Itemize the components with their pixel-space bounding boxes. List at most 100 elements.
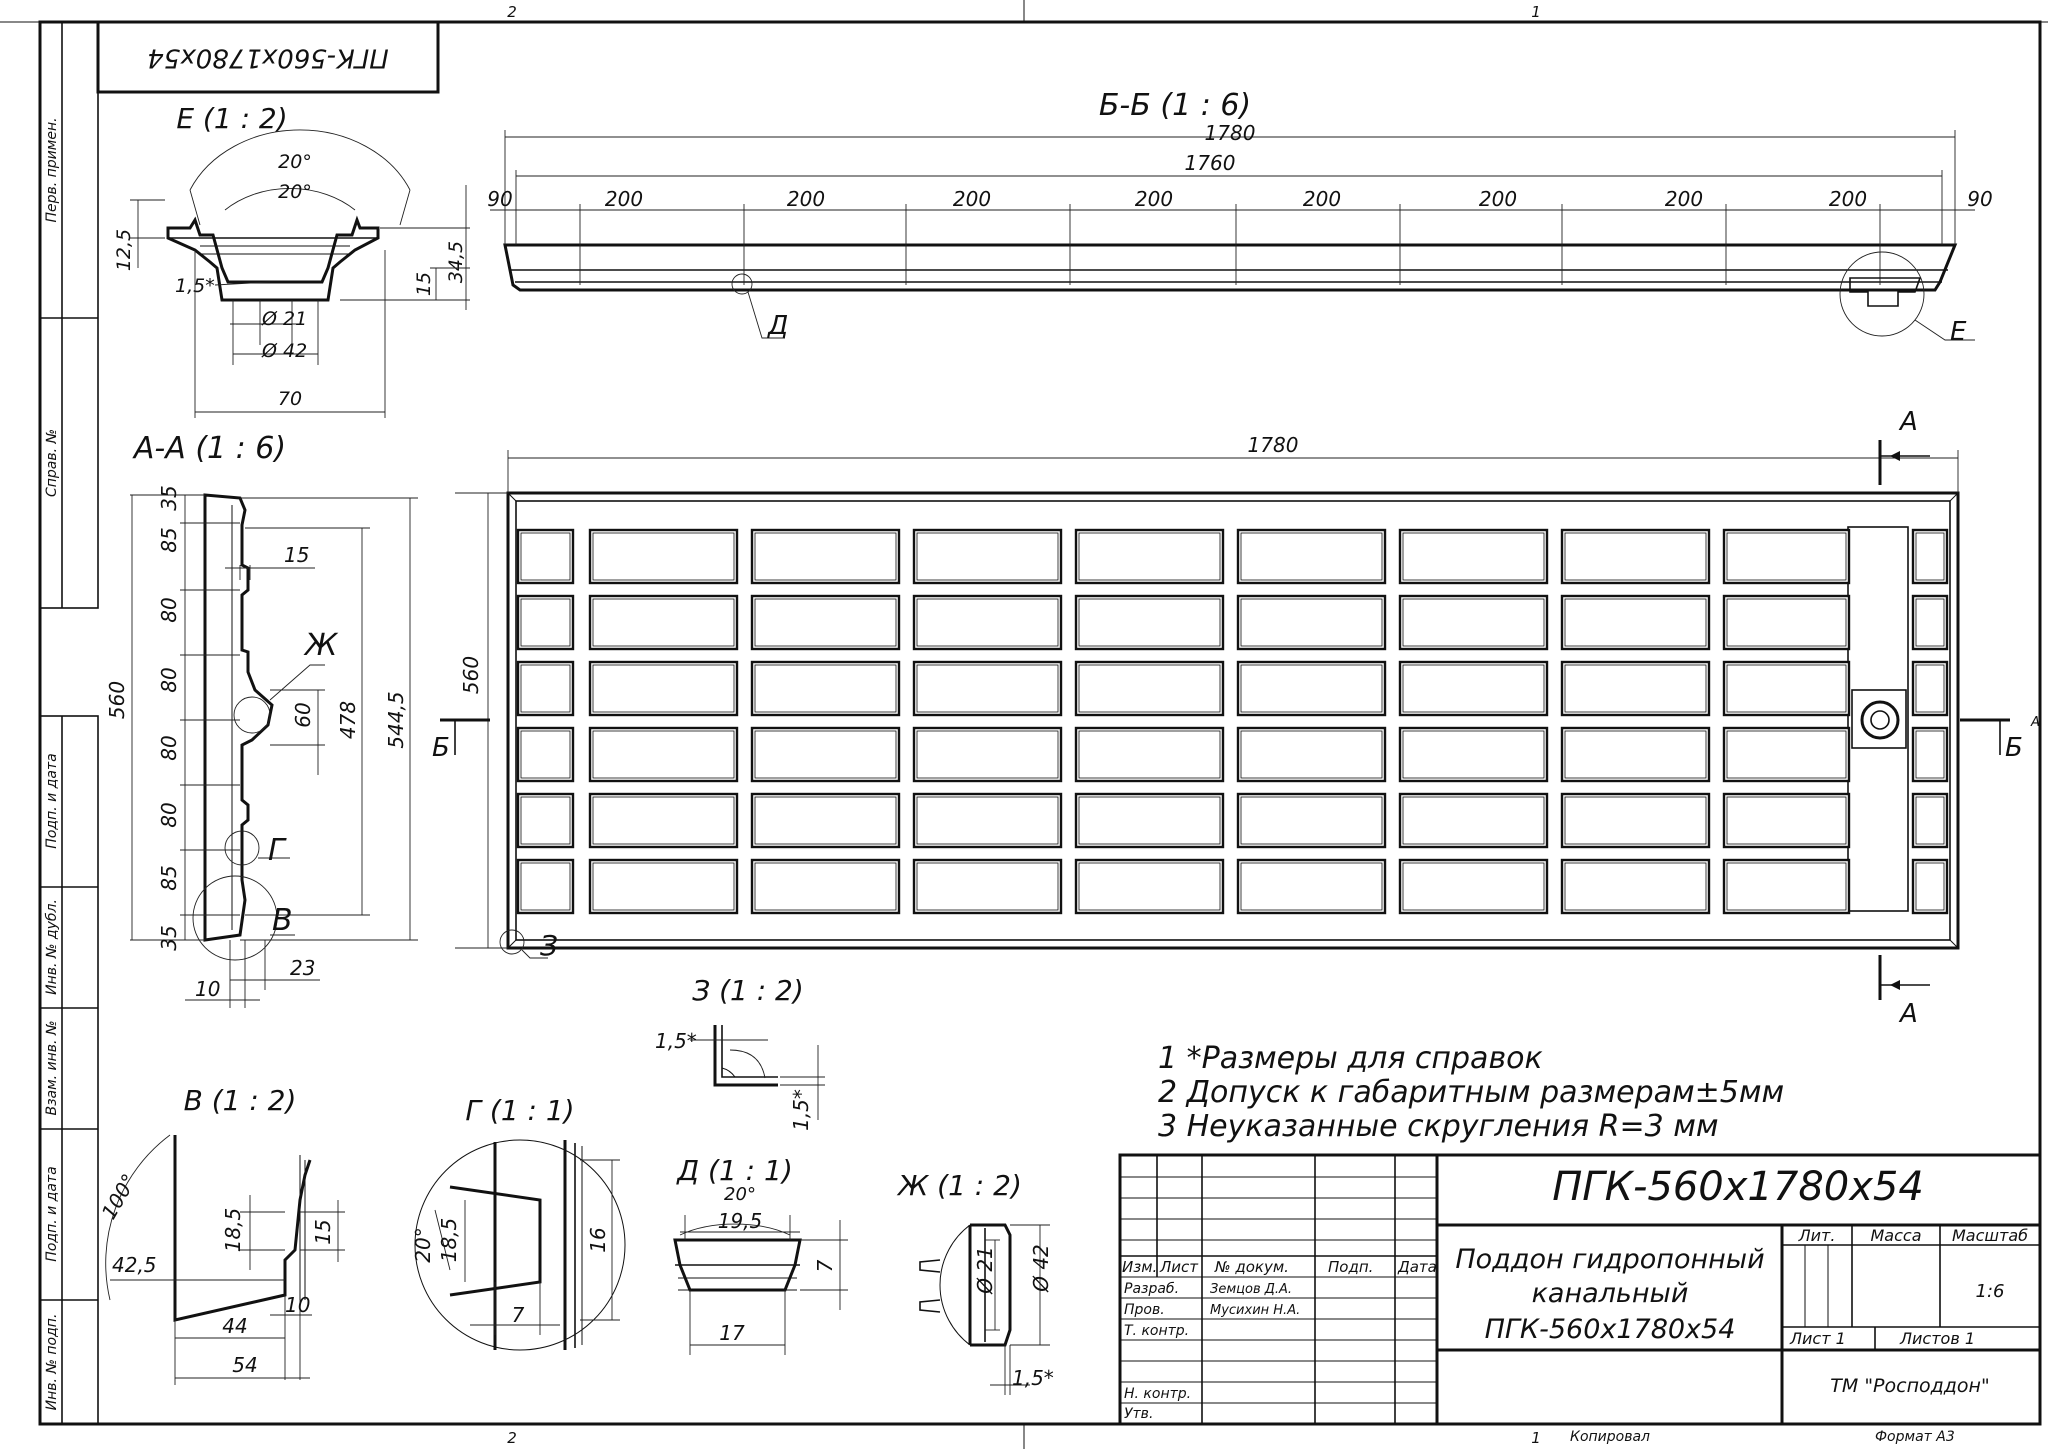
plan-cell-inner: [1915, 598, 1945, 647]
plan-cell: [588, 528, 739, 585]
view-e-title: Е (1 : 2): [176, 102, 287, 135]
tb-role-tcontr: Т. контр.: [1124, 1323, 1189, 1339]
plan-cell-inner: [520, 664, 571, 713]
view-aa-width: 560: [105, 681, 129, 719]
plan-cell-inner: [1402, 664, 1545, 713]
plan-cell: [1236, 726, 1387, 783]
view-aa-step-ticks: [180, 522, 240, 916]
plan-cell: [912, 594, 1063, 651]
view-v-dim-15: 15: [311, 1219, 335, 1244]
plan-cell: [750, 594, 901, 651]
view-aa: А-А (1 : 6) 560 35 85 80 80 80 80 85 35 …: [105, 431, 418, 1008]
view-e-dia-21: Ø 21: [261, 308, 307, 330]
view-bb-seg-1: 200: [605, 187, 643, 211]
plan-cell: [750, 792, 901, 849]
view-aa-leader-zh: Ж: [303, 628, 339, 663]
tb-org: ТМ "Росподдон": [1830, 1375, 1989, 1397]
edge-mark: А: [2030, 715, 2040, 730]
plan-cell-inner: [592, 532, 735, 581]
plan-cell-inner: [1240, 598, 1383, 647]
tb-col-sign: Подп.: [1328, 1258, 1373, 1276]
view-v-dim-54: 54: [232, 1353, 257, 1377]
plan-cell-inner: [1402, 598, 1545, 647]
tb-sheet: Лист 1: [1789, 1329, 1846, 1348]
view-aa-step-4: 80: [157, 667, 181, 692]
plan-cell: [588, 858, 739, 915]
plan-cell-inner: [1726, 598, 1847, 647]
side-label-sign-date-1: Подп. и дата: [44, 753, 60, 848]
tb-name-1: Поддон гидропонный: [1455, 1244, 1764, 1275]
designation-stamp: ПГК-560х1780х54: [96, 20, 440, 94]
plan-cell-inner: [1915, 532, 1945, 581]
side-label-dup-inv: Инв. № дубл.: [44, 899, 60, 995]
plan-cell: [1236, 528, 1387, 585]
tb-role-check: Пров.: [1124, 1302, 1165, 1318]
plan-cell: [1074, 858, 1225, 915]
tb-scale-label: Масштаб: [1952, 1226, 2028, 1245]
plan-cell-inner: [1726, 862, 1847, 911]
view-v-title: В (1 : 2): [184, 1084, 297, 1117]
plan-cell: [516, 660, 575, 717]
plan-cell-inner: [1915, 730, 1945, 779]
plan-cell-inner: [916, 796, 1059, 845]
view-aa-leader-g: Г: [268, 833, 287, 868]
plan-cell-inner: [754, 862, 897, 911]
view-d-title: Д (1 : 1): [675, 1154, 793, 1187]
plan-view: 1780 560 А А Б Б З: [432, 407, 2023, 1029]
plan-cell-inner: [1240, 796, 1383, 845]
view-bb: Б-Б (1 : 6) 1780 1760 90 90 200 200 200 …: [487, 88, 1992, 347]
plan-cut-b-right: Б: [2005, 733, 2023, 763]
note-2: 2 Допуск к габаритным размерам±5мм: [1158, 1075, 1784, 1110]
view-d-dim-17: 17: [719, 1321, 745, 1345]
plan-cell: [1398, 528, 1549, 585]
note-3: 3 Неуказанные скругления R=3 мм: [1158, 1109, 1719, 1144]
plan-cell-inner: [1078, 598, 1221, 647]
tb-col-izm: Изм.: [1122, 1258, 1157, 1276]
tb-col-doc: № докум.: [1214, 1258, 1289, 1276]
plan-cell-inner: [1240, 730, 1383, 779]
plan-cell-inner: [520, 730, 571, 779]
plan-cell-inner: [1240, 532, 1383, 581]
view-bb-leader-e: Е: [1950, 317, 1967, 347]
plan-cell: [1722, 594, 1851, 651]
view-aa-title: А-А (1 : 6): [132, 431, 286, 466]
plan-cell: [1398, 660, 1549, 717]
view-d-dim-7: 7: [813, 1259, 837, 1272]
plan-cell-inner: [1402, 730, 1545, 779]
view-v-dim-42-5: 42,5: [112, 1253, 157, 1277]
plan-cell: [516, 858, 575, 915]
view-g-dim-16: 16: [586, 1227, 610, 1252]
view-zh-dia-42: Ø 42: [1029, 1244, 1053, 1293]
plan-cell-inner: [592, 598, 735, 647]
plan-cell: [1911, 660, 1949, 717]
view-e-dim-34-5: 34,5: [445, 241, 467, 283]
tb-role-dev: Разраб.: [1124, 1281, 1179, 1297]
view-aa-step-2: 85: [157, 527, 181, 552]
view-v-dim-10: 10: [285, 1293, 310, 1317]
plan-cell-inner: [1726, 664, 1847, 713]
view-aa-dim-10: 10: [195, 977, 220, 1001]
plan-cell: [1722, 660, 1851, 717]
view-v-dim-18-5: 18,5: [221, 1208, 245, 1253]
plan-cell: [1398, 594, 1549, 651]
plan-cell: [1236, 858, 1387, 915]
plan-cell-inner: [1078, 796, 1221, 845]
plan-cell: [912, 792, 1063, 849]
plan-cell-inner: [754, 730, 897, 779]
plan-cell-inner: [1564, 598, 1707, 647]
plan-cell: [1074, 528, 1225, 585]
tb-scale: 1:6: [1976, 1281, 2005, 1302]
view-g: Г (1 : 1) 20° 18,5 16 7: [411, 1094, 626, 1351]
plan-cell: [1560, 858, 1711, 915]
plan-cell: [1722, 528, 1851, 585]
plan-width: 560: [459, 656, 483, 694]
plan-cell-inner: [916, 664, 1059, 713]
plan-cell: [1398, 726, 1549, 783]
view-d-dim-19-5: 19,5: [718, 1209, 763, 1233]
plan-cell-inner: [1564, 862, 1707, 911]
zone-bottom-right: 1: [1531, 1429, 1541, 1447]
plan-cell: [1560, 726, 1711, 783]
plan-cell: [1236, 660, 1387, 717]
plan-cell-inner: [1078, 664, 1221, 713]
plan-cell-inner: [1564, 532, 1707, 581]
